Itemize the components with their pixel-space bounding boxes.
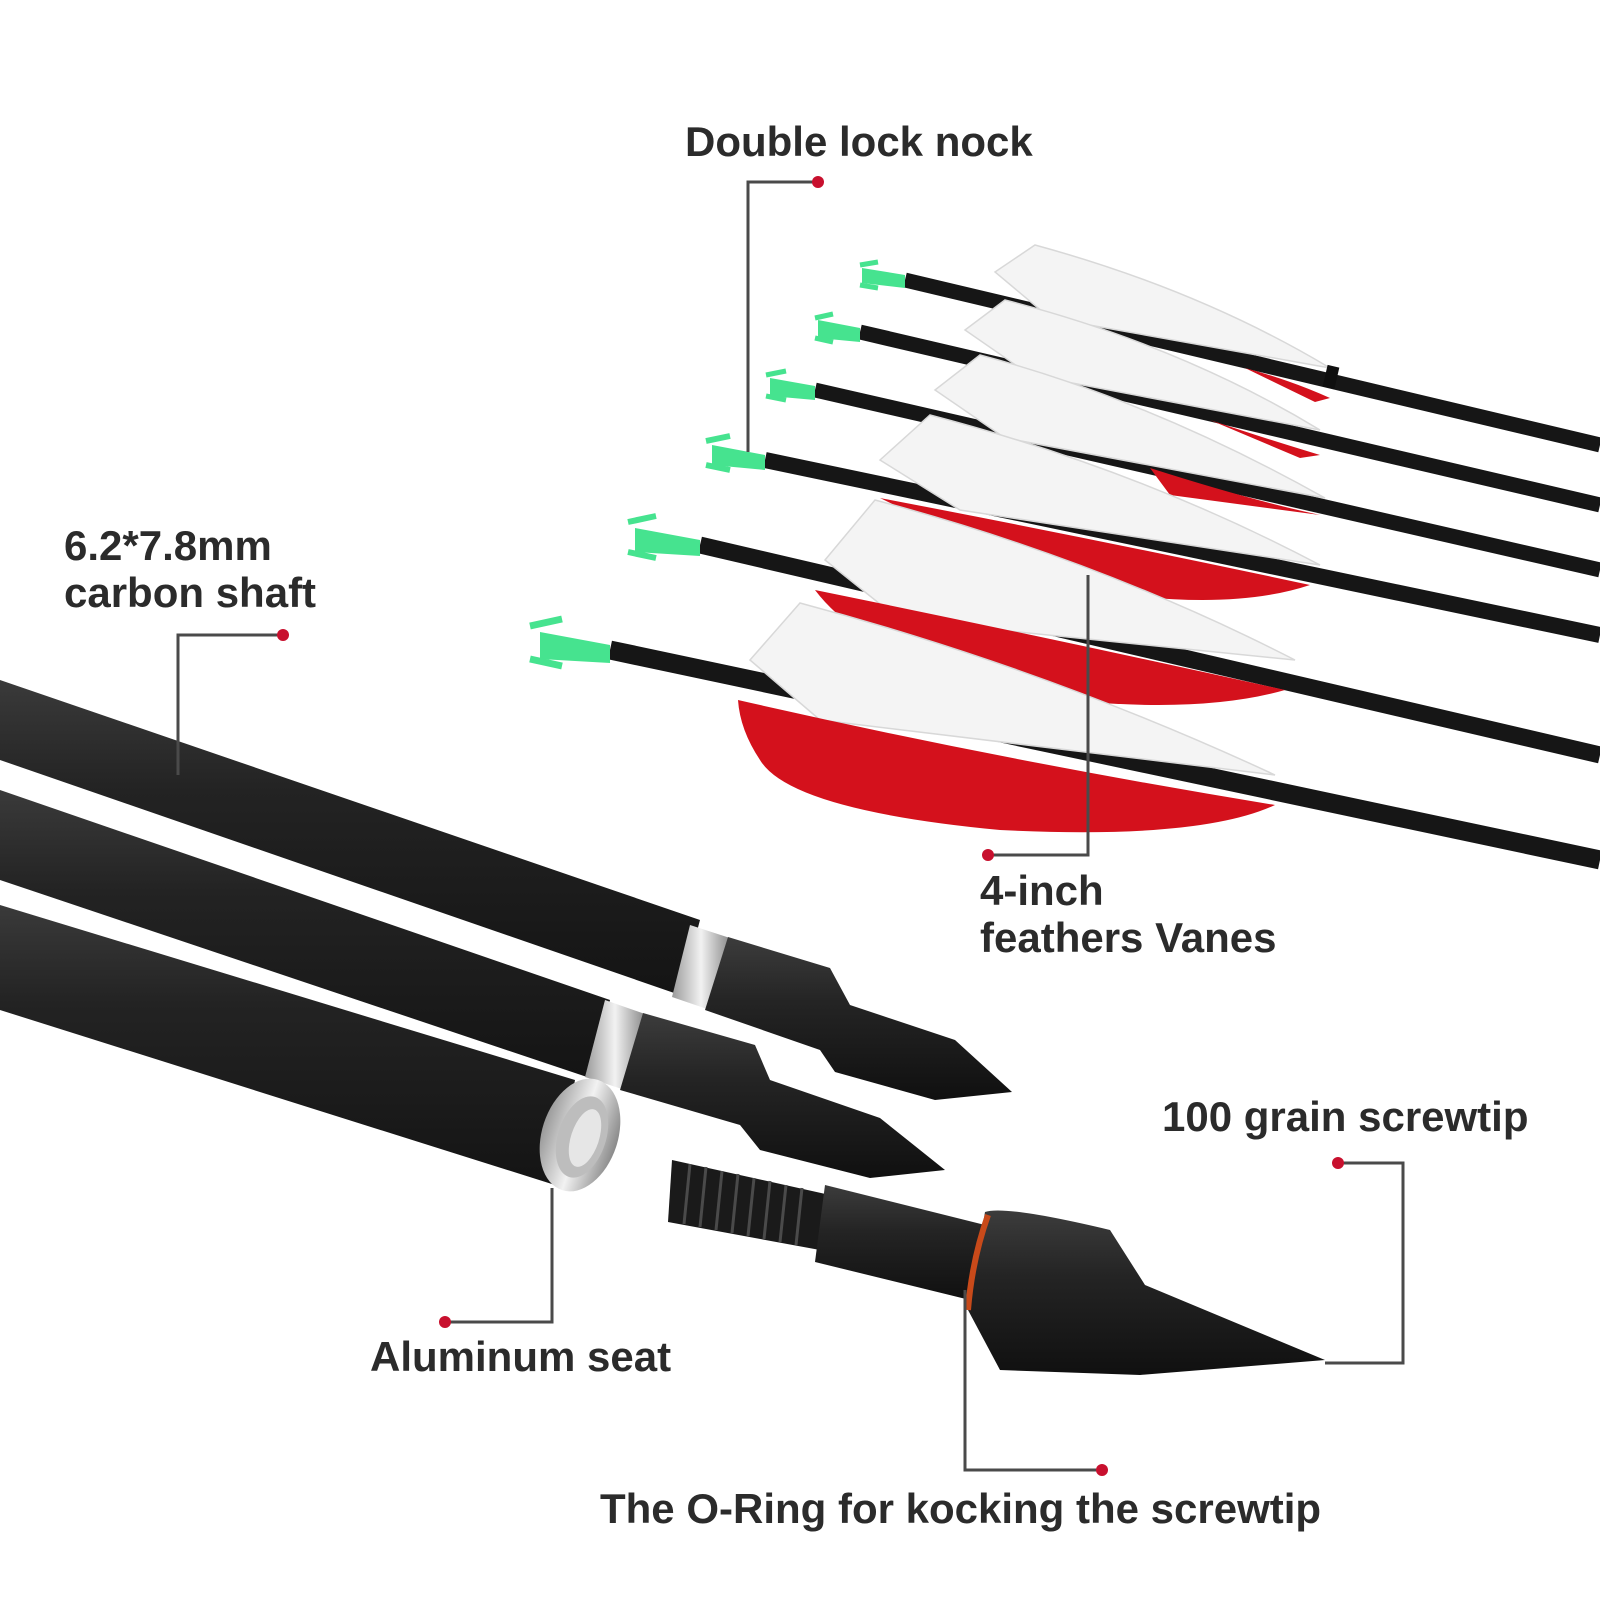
- oring-callout-dot: [1096, 1464, 1108, 1476]
- nock-callout-line: [746, 180, 817, 452]
- screwtip-callout-line: [1325, 1161, 1405, 1365]
- seat-callout-line: [445, 1188, 554, 1324]
- seat-label-text: Aluminum seat: [370, 1333, 672, 1380]
- nock-label-text: Double lock nock: [685, 118, 1033, 165]
- screwtip-label: 100 grain screwtip: [1162, 1093, 1529, 1140]
- shaft-label: 6.2*7.8mm carbon shaft: [64, 522, 316, 616]
- screwtip: [668, 1160, 1325, 1375]
- shaft-b: [0, 790, 945, 1178]
- seat-label: Aluminum seat: [370, 1333, 671, 1380]
- nock-callout-dot: [812, 176, 824, 188]
- vanes-callout-line: [988, 575, 1090, 857]
- shaft-callout-dot: [277, 629, 289, 641]
- oring-label: The O-Ring for kocking the screwtip: [600, 1485, 1321, 1532]
- vanes-label-line2: feathers Vanes: [980, 914, 1277, 961]
- shaft-label-line2: carbon shaft: [64, 569, 317, 616]
- oring-callout-line: [963, 1290, 1102, 1472]
- shaft-a: [0, 680, 1012, 1100]
- fletched-arrows: [529, 244, 1600, 870]
- arrow-5: [627, 499, 1600, 764]
- shaft-callout-line: [176, 633, 283, 775]
- callout-dots: [277, 176, 1344, 1476]
- oring-label-text: The O-Ring for kocking the screwtip: [600, 1485, 1322, 1532]
- vanes-label-line1: 4-inch: [980, 867, 1104, 914]
- arrow-6: [529, 602, 1600, 870]
- arrow-4: [705, 414, 1600, 643]
- vanes-label: 4-inch feathers Vanes: [980, 867, 1277, 961]
- vanes-callout-dot: [982, 849, 994, 861]
- shaft-closeups: [0, 680, 1325, 1375]
- screwtip-label-text: 100 grain screwtip: [1162, 1093, 1529, 1140]
- shaft-label-line1: 6.2*7.8mm: [64, 522, 272, 569]
- callout-lines: [176, 180, 1405, 1472]
- nock-label: Double lock nock: [685, 118, 1033, 165]
- seat-callout-dot: [439, 1316, 451, 1328]
- screwtip-callout-dot: [1332, 1157, 1344, 1169]
- shaft-c: [0, 905, 621, 1192]
